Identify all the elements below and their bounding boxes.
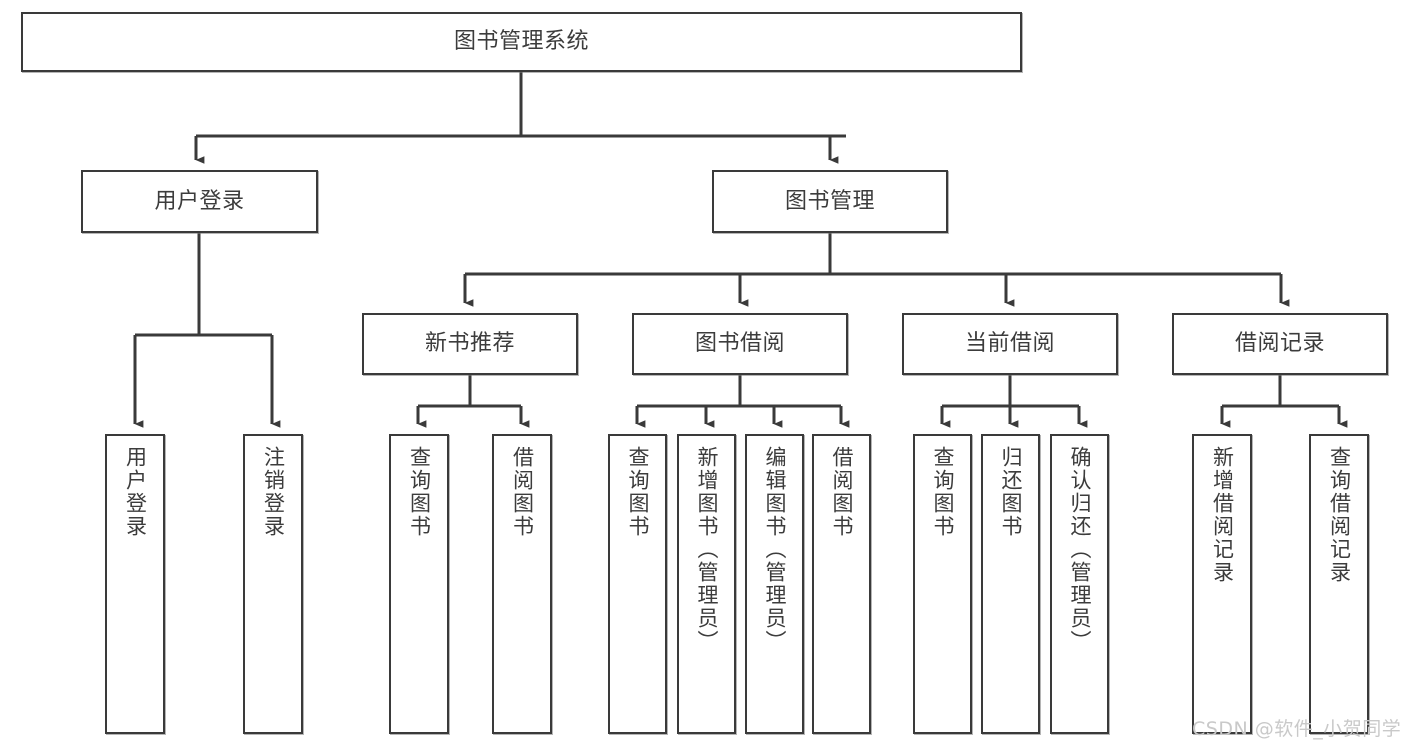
node-leaf-query-book-3[interactable]: 查询图书 bbox=[913, 434, 972, 734]
node-leaf-query-record-label: 查询借阅记录 bbox=[1327, 446, 1352, 584]
node-leaf-add-book-label: 新增图书（管理员） bbox=[695, 446, 719, 653]
node-current-borrow[interactable]: 当前借阅 bbox=[902, 313, 1118, 375]
node-leaf-query-book-3-label: 查询图书 bbox=[931, 446, 955, 538]
node-leaf-logout-label: 注销登录 bbox=[261, 446, 286, 538]
node-book-manage[interactable]: 图书管理 bbox=[712, 170, 948, 233]
node-root-label: 图书管理系统 bbox=[453, 29, 589, 55]
node-leaf-add-record-label: 新增借阅记录 bbox=[1210, 446, 1235, 584]
node-leaf-query-book-2[interactable]: 查询图书 bbox=[608, 434, 667, 734]
node-leaf-logout[interactable]: 注销登录 bbox=[243, 434, 303, 734]
node-current-borrow-label: 当前借阅 bbox=[964, 331, 1055, 357]
node-book-borrow[interactable]: 图书借阅 bbox=[632, 313, 848, 375]
node-leaf-return-book[interactable]: 归还图书 bbox=[981, 434, 1040, 734]
node-leaf-edit-book-label: 编辑图书（管理员） bbox=[763, 446, 787, 653]
node-leaf-add-book[interactable]: 新增图书（管理员） bbox=[677, 434, 736, 734]
node-user-login[interactable]: 用户登录 bbox=[81, 170, 318, 233]
csdn-watermark: CSDN @软件_小贺同学 bbox=[1192, 718, 1402, 740]
node-leaf-borrow-book-2[interactable]: 借阅图书 bbox=[812, 434, 871, 734]
node-leaf-return-book-label: 归还图书 bbox=[999, 446, 1023, 538]
node-book-manage-label: 图书管理 bbox=[784, 188, 875, 214]
node-new-book-rec-label: 新书推荐 bbox=[424, 331, 515, 357]
node-book-borrow-label: 图书借阅 bbox=[694, 331, 785, 357]
node-leaf-borrow-book-2-label: 借阅图书 bbox=[830, 446, 854, 538]
node-leaf-query-book-2-label: 查询图书 bbox=[626, 446, 650, 538]
node-new-book-rec[interactable]: 新书推荐 bbox=[362, 313, 578, 375]
node-leaf-confirm-return[interactable]: 确认归还（管理员） bbox=[1050, 434, 1109, 734]
node-leaf-add-record[interactable]: 新增借阅记录 bbox=[1192, 434, 1252, 734]
node-leaf-query-book-1[interactable]: 查询图书 bbox=[389, 434, 449, 734]
node-leaf-query-book-1-label: 查询图书 bbox=[407, 446, 432, 538]
node-root[interactable]: 图书管理系统 bbox=[21, 12, 1022, 72]
node-leaf-user-login-label: 用户登录 bbox=[123, 446, 148, 538]
node-leaf-query-record[interactable]: 查询借阅记录 bbox=[1309, 434, 1369, 734]
node-leaf-borrow-book-1[interactable]: 借阅图书 bbox=[492, 434, 552, 734]
node-user-login-label: 用户登录 bbox=[154, 188, 245, 214]
node-borrow-record-label: 借阅记录 bbox=[1234, 331, 1325, 357]
node-leaf-user-login[interactable]: 用户登录 bbox=[105, 434, 165, 734]
node-leaf-borrow-book-1-label: 借阅图书 bbox=[510, 446, 535, 538]
node-leaf-edit-book[interactable]: 编辑图书（管理员） bbox=[745, 434, 804, 734]
node-leaf-confirm-return-label: 确认归还（管理员） bbox=[1068, 446, 1092, 653]
node-borrow-record[interactable]: 借阅记录 bbox=[1172, 313, 1388, 375]
